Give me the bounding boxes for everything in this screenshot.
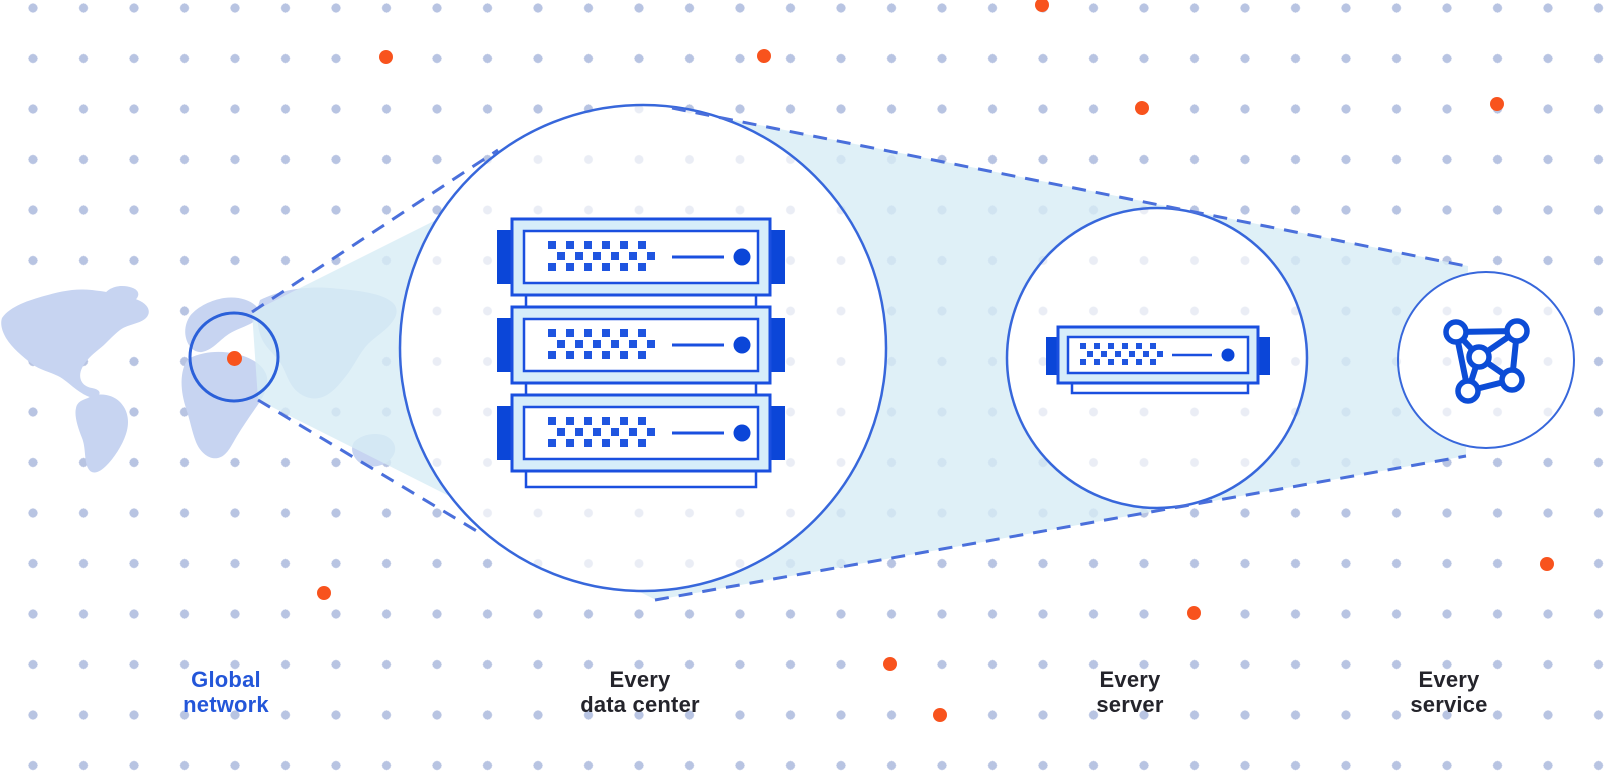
label-line: Every — [1418, 667, 1480, 692]
continent-africa — [181, 351, 268, 459]
label-every-data-center: Every data center — [580, 667, 700, 717]
server-icon — [1046, 325, 1270, 395]
label-line: data center — [580, 692, 700, 717]
label-every-server: Every server — [1096, 667, 1163, 717]
label-global-network: Global network — [183, 667, 269, 717]
continent-north-america — [1, 289, 149, 398]
zoom-guide-lines — [251, 106, 1467, 602]
label-line: server — [1096, 692, 1164, 717]
map-highlight-circle — [188, 311, 280, 403]
zoom-guide-line — [251, 148, 499, 314]
label-line: Every — [1099, 667, 1161, 692]
zoom-guide-line — [257, 398, 481, 535]
label-line: service — [1410, 692, 1488, 717]
server-unit — [497, 217, 785, 297]
continent-greenland — [103, 286, 139, 306]
label-line: Every — [609, 667, 671, 692]
server-rack-icon — [497, 217, 785, 489]
label-line: Global — [191, 667, 261, 692]
continent-south-america — [75, 394, 128, 473]
network-graph-icon — [1443, 318, 1530, 404]
label-every-service: Every service — [1410, 667, 1487, 717]
server-unit — [497, 305, 785, 385]
server-unit — [497, 393, 785, 473]
zoom-guide-line — [671, 106, 1467, 268]
continent-europe — [185, 297, 259, 353]
zoom-guide-line — [654, 454, 1467, 602]
label-line: network — [183, 692, 269, 717]
